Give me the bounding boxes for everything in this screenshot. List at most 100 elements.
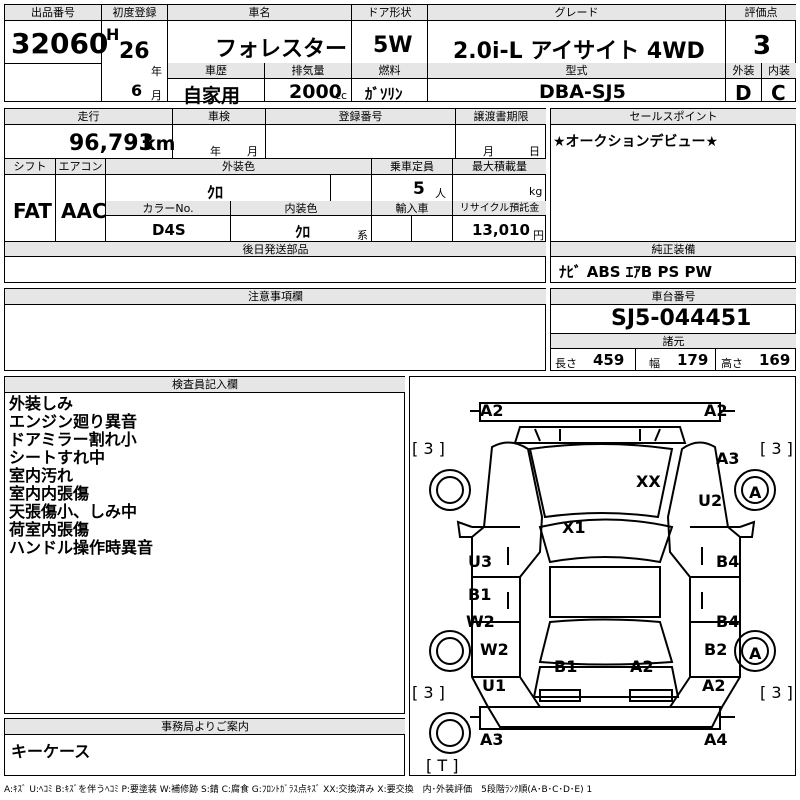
regno-label: 登録番号: [265, 109, 455, 125]
damage-mark: W2: [466, 612, 495, 631]
inspector-block: 検査員記入欄 外装しみ エンジン廻り異音 ドアミラー割れ小 シートすれ中 室内汚…: [4, 376, 405, 714]
legend: A:ｷｽﾞ U:ﾍｺﾐ B:ｷｽﾞを伴うﾍｺﾐ P:要塗装 W:補修跡 S:錆 …: [4, 785, 593, 795]
car-name-label: 車名: [168, 5, 351, 21]
kei-unit: 系: [357, 229, 368, 242]
fuel-label: 燃料: [352, 63, 427, 79]
damage-mark: A4: [704, 730, 728, 749]
damage-mark: U3: [468, 552, 493, 571]
mileage-label: 走行: [5, 109, 172, 125]
mileage: 96,793: [69, 131, 154, 156]
damage-mark: B1: [554, 657, 578, 676]
damage-mark: B2: [704, 640, 728, 659]
spare-tire: [ T ]: [426, 756, 459, 775]
selling-label: セールスポイント: [551, 109, 796, 125]
person-unit: 人: [435, 187, 446, 200]
damage-mark: U1: [482, 676, 507, 695]
note-item: 室内内張傷: [9, 484, 90, 503]
tire-tread: [ 3 ]: [760, 683, 793, 702]
selling-block: セールスポイント ★オークションデビュー★ 純正装備 ﾅﾋﾞ ABS ｴｱB P…: [550, 108, 796, 283]
era: H: [106, 25, 120, 44]
damage-mark: B4: [716, 612, 740, 631]
damage-mark: U2: [698, 491, 723, 510]
reg-month: 6: [131, 81, 143, 100]
car-diagram: A2 A2 A3 XX U2 A X1 U3 B4 B1 W2 B4 W2 B2…: [409, 376, 796, 776]
tire-tread: [ 3 ]: [412, 439, 445, 458]
transfer-label: 譲渡書期限: [455, 109, 546, 125]
score: 3: [753, 31, 772, 61]
hei-label: 高さ: [721, 357, 743, 370]
shift-label: シフト: [5, 159, 55, 175]
km-unit: km: [143, 133, 176, 155]
inspector-notes: 外装しみ エンジン廻り異音 ドアミラー割れ小 シートすれ中 室内汚れ 室内内張傷…: [9, 395, 153, 557]
note-item: 天張傷小、しみ中: [9, 502, 138, 521]
note-item: ドアミラー割れ小: [9, 430, 137, 449]
ac: AAC: [61, 199, 107, 223]
tire-tread: [ 3 ]: [760, 439, 793, 458]
damage-mark: A: [749, 644, 762, 663]
ext-label: 外装: [726, 63, 761, 79]
colorno: D4S: [152, 221, 186, 239]
caution-block: 注意事項欄: [4, 288, 546, 371]
score-label: 評価点: [726, 5, 796, 21]
insp-year-unit: 年: [210, 145, 221, 158]
damage-mark: A2: [630, 657, 654, 676]
wid-label: 幅: [649, 357, 660, 370]
note-item: ハンドル操作時異音: [9, 538, 154, 557]
displacement: 2000: [289, 81, 342, 103]
grade: 2.0i-L アイサイト 4WD: [453, 39, 705, 64]
transfer-month-unit: 月: [483, 145, 494, 158]
recycle: 13,010: [472, 221, 530, 239]
insp-month-unit: 月: [247, 145, 258, 158]
door: 5W: [373, 33, 413, 58]
cc-unit: cc: [335, 89, 348, 102]
damage-mark: XX: [636, 472, 661, 491]
inspector-label: 検査員記入欄: [5, 377, 405, 393]
ac-label: エアコン: [55, 159, 105, 175]
intcolor-label: 内装色: [230, 201, 371, 216]
office-text: キーケース: [11, 742, 91, 761]
fuel: ｶﾞｿﾘﾝ: [365, 85, 403, 103]
length: 459: [593, 351, 625, 369]
chassis-block: 車台番号 SJ5-044451 諸元 長さ 459 幅 179 高さ 169: [550, 288, 796, 371]
inspection-label: 車検: [172, 109, 265, 125]
caution-label: 注意事項欄: [5, 289, 546, 305]
history: 自家用: [183, 85, 241, 107]
model: DBA-SJ5: [539, 81, 626, 103]
yen-unit: 円: [533, 229, 544, 242]
first-reg-label: 初度登録: [102, 5, 167, 21]
lot-no-label: 出品番号: [5, 5, 101, 21]
displacement-label: 排気量: [264, 63, 351, 79]
recycle-label: リサイクル預託金: [453, 201, 546, 216]
damage-mark: A2: [704, 401, 728, 420]
damage-mark: A3: [716, 449, 740, 468]
grade-label: グレード: [428, 5, 725, 21]
color: ｸﾛ: [207, 183, 224, 202]
tire-tread: [ 3 ]: [412, 683, 445, 702]
int-grade: C: [771, 81, 786, 105]
history-label: 車歴: [168, 63, 264, 79]
note-item: 室内汚れ: [9, 466, 74, 485]
office-block: 事務局よりご案内 キーケース: [4, 718, 405, 776]
note-item: 外装しみ: [9, 394, 74, 413]
capacity: 5: [413, 179, 425, 199]
shift: FAT: [13, 199, 52, 223]
intcolor: ｸﾛ: [295, 223, 311, 241]
model-label: 型式: [428, 63, 725, 79]
damage-mark: A: [749, 483, 762, 502]
door-label: ドア形状: [352, 5, 427, 21]
ext-grade: D: [735, 81, 752, 105]
capacity-label: 乗車定員: [371, 159, 452, 175]
len-label: 長さ: [555, 357, 577, 370]
spec-label: 諸元: [551, 334, 796, 349]
height: 169: [759, 351, 791, 369]
damage-mark: X1: [562, 518, 586, 537]
lot-no: 32060: [11, 27, 109, 60]
import-label: 輸入車: [372, 201, 452, 216]
later-parts-label: 後日発送部品: [5, 242, 546, 257]
damage-mark: W2: [480, 640, 509, 659]
equip-label: 純正装備: [551, 242, 796, 257]
colorno-label: カラーNo.: [106, 201, 230, 216]
reg-year: 26: [119, 39, 150, 64]
chassis-number: SJ5-044451: [611, 306, 752, 331]
car-outline: [429, 402, 776, 754]
